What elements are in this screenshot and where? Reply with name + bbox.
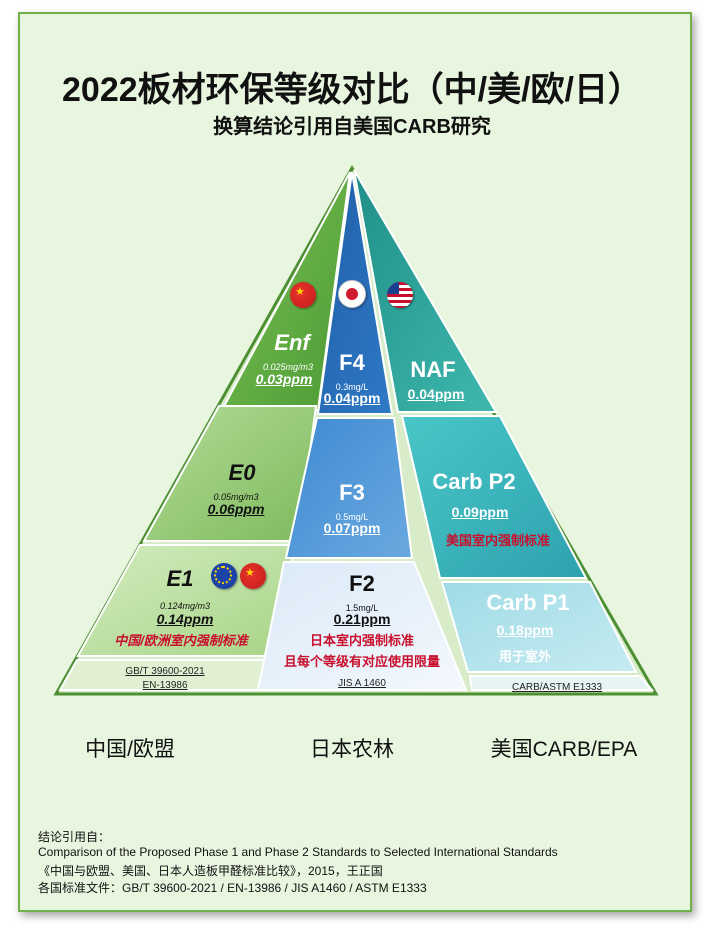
gb-standard: GB/T 39600-2021 (125, 666, 205, 677)
f2-ppm: 0.21ppm (333, 611, 391, 627)
carb-p2-ppm: 0.09ppm (451, 504, 509, 520)
eu-flag-icon (211, 563, 237, 589)
footer-source-english: Comparison of the Proposed Phase 1 and P… (38, 845, 558, 859)
enf-mg: 0.025mg/m3 (262, 362, 314, 372)
e0-ppm: 0.06ppm (207, 501, 265, 517)
f4-mg: 0.3mg/L (335, 382, 369, 392)
tier-f2 (256, 561, 468, 691)
carb-p1-ppm: 0.18ppm (496, 622, 554, 638)
footer-source-chinese: 《中国与欧盟、美国、日本人造板甲醛标准比较》，2015，王正国 (38, 864, 383, 878)
tier-f3 (284, 417, 414, 559)
e1-note: 中国/欧洲室内强制标准 (114, 633, 248, 648)
carb-standard: CARB/ASTM E1333 (511, 682, 603, 693)
china-flag-icon: ★ (240, 563, 266, 589)
f2-note-2: 且每个等级有对应使用限量 (283, 654, 440, 669)
usa-flag-icon (387, 282, 413, 308)
f2-mg: 1.5mg/L (345, 603, 379, 613)
e1-mg: 0.124mg/m3 (159, 601, 211, 611)
china-flag-icon: ★ (290, 282, 316, 308)
column-title-japan: 日本农林 (310, 738, 394, 761)
carb-p1-note: 用于室外 (498, 649, 551, 664)
enf-ppm: 0.03ppm (255, 371, 313, 387)
naf-ppm: 0.04ppm (407, 386, 465, 402)
tier-carb-p2 (400, 415, 588, 579)
f3-mg: 0.5mg/L (335, 512, 369, 522)
tier-naf (353, 169, 498, 413)
e0-mg: 0.05mg/m3 (213, 492, 259, 502)
f3-ppm: 0.07ppm (323, 520, 381, 536)
tier-us-standard (468, 675, 655, 691)
f3-name: F3 (339, 480, 365, 505)
f2-name: F2 (349, 571, 375, 596)
column-title-china-eu: 中国/欧盟 (85, 738, 175, 761)
page-title: 2022板材环保等级对比（中/美/欧/日） (62, 71, 642, 109)
carb-p1-name: Carb P1 (486, 590, 570, 615)
carb-p2-note: 美国室内强制标准 (445, 533, 550, 548)
f4-ppm: 0.04ppm (323, 390, 381, 406)
carb-p2-name: Carb P2 (432, 469, 516, 494)
japan-flag-icon (338, 280, 366, 308)
jis-standard: JIS A 1460 (338, 678, 386, 689)
footer-standards: 各国标准文件：GB/T 39600-2021 / EN-13986 / JIS … (38, 881, 427, 895)
enf-name: Enf (274, 330, 310, 355)
page-subtitle: 换算结论引用自美国CARB研究 (213, 116, 491, 138)
en-standard: EN-13986 (142, 680, 188, 691)
f4-name: F4 (339, 350, 365, 375)
e0-name: E0 (228, 460, 256, 485)
column-title-usa: 美国CARB/EPA (490, 738, 638, 761)
footer-source-label: 结论引用自： (38, 830, 111, 844)
f2-note-1: 日本室内强制标准 (309, 633, 414, 648)
naf-name: NAF (410, 357, 456, 382)
tier-carb-p1 (440, 581, 638, 673)
e1-name: E1 (166, 566, 194, 591)
e1-ppm: 0.14ppm (156, 611, 214, 627)
